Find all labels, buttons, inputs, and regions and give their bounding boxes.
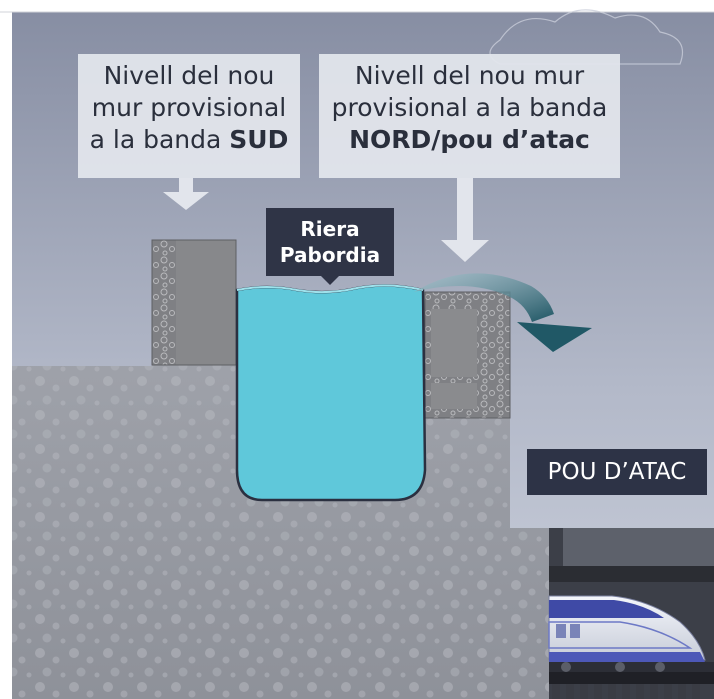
label-line: NORD/pou d’atac bbox=[319, 124, 620, 156]
label-line: Nivell del nou bbox=[103, 61, 275, 90]
label-line: a la banda SUD bbox=[78, 124, 300, 156]
label-emphasis: SUD bbox=[229, 125, 289, 154]
label-text: a la banda bbox=[89, 125, 230, 154]
pou-atac-label: POU D’ATAC bbox=[527, 449, 707, 495]
north-wall bbox=[424, 291, 511, 419]
label-line: Nivell del nou mur bbox=[354, 61, 585, 90]
label-emphasis: NORD/pou d’atac bbox=[349, 125, 590, 154]
riera-label: Riera Pabordia bbox=[266, 208, 394, 276]
label-line: mur provisional bbox=[91, 93, 287, 122]
label-line: Riera bbox=[300, 217, 360, 241]
down-arrow-icon bbox=[441, 178, 489, 262]
south-wall bbox=[151, 239, 237, 366]
riera-tag-pointer bbox=[320, 275, 340, 285]
down-arrow-icon bbox=[163, 178, 209, 210]
curved-arrow-icon bbox=[414, 273, 592, 352]
label-line: provisional a la banda bbox=[331, 93, 608, 122]
label-north-wall: Nivell del nou mur provisional a la band… bbox=[319, 54, 620, 178]
label-south-wall: Nivell del nou mur provisional a la band… bbox=[78, 54, 300, 178]
label-line: Pabordia bbox=[279, 243, 381, 267]
train-icon bbox=[548, 595, 714, 699]
riera-water bbox=[235, 284, 427, 502]
